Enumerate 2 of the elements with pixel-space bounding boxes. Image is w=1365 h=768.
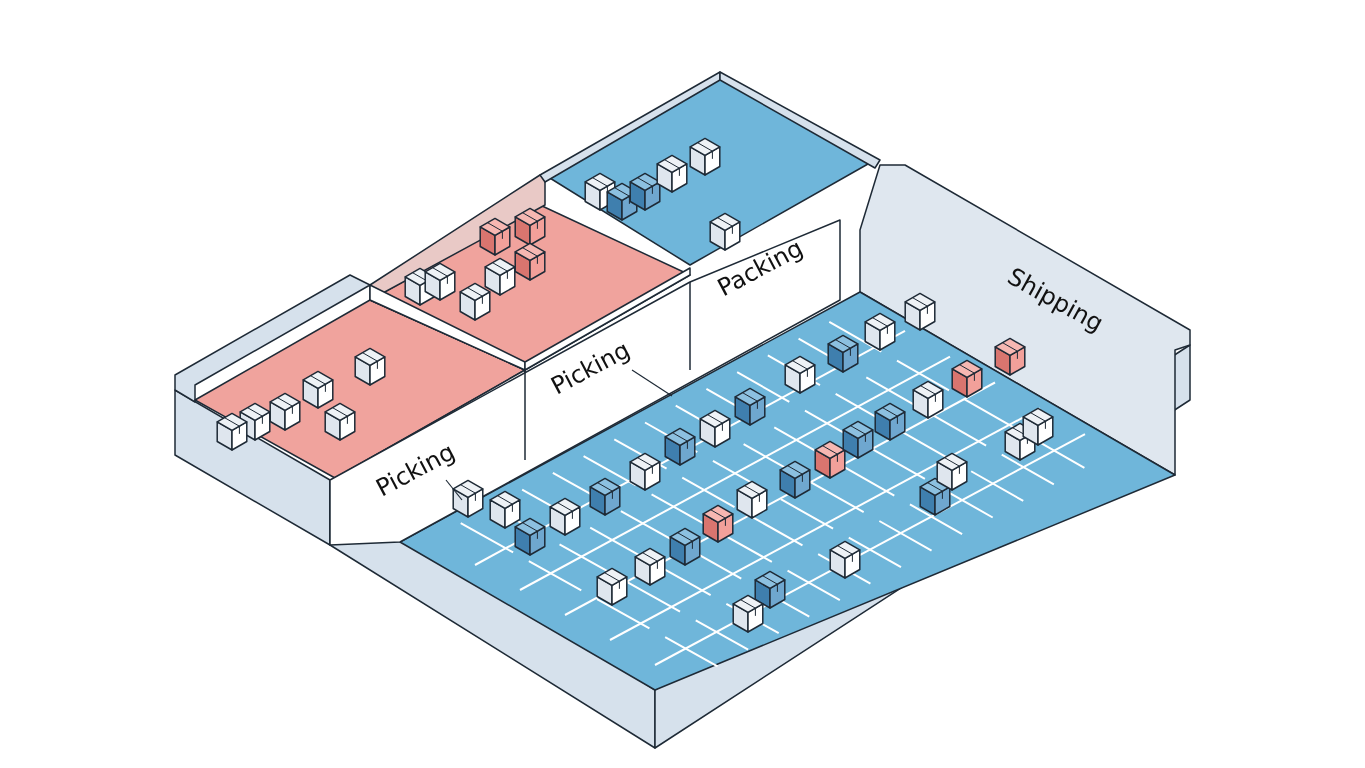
leader-line (445, 479, 463, 501)
leader-line (631, 369, 673, 397)
